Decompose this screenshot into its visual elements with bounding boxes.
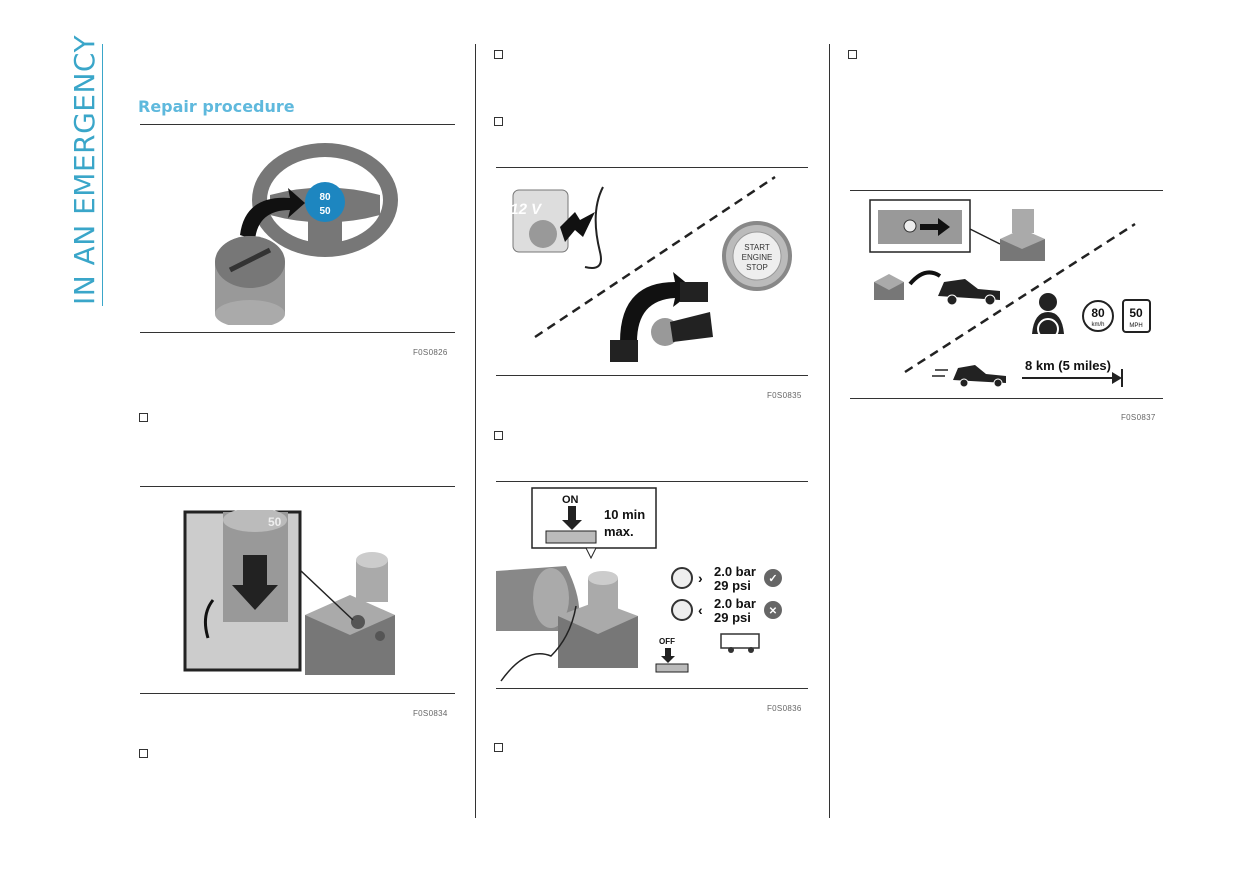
- column-separator: [829, 44, 830, 818]
- figure-rule: [496, 688, 808, 689]
- drive-limits-illustration: 80 km/h 50 MPH 8 km (5 miles): [869, 199, 1151, 388]
- figure-rule: [850, 398, 1163, 399]
- pressure-low-line1: 2.0 bar: [714, 596, 756, 611]
- figure-code: F0S0835: [767, 391, 802, 400]
- figure-rule: [140, 486, 455, 487]
- svg-text:›: ›: [698, 570, 703, 586]
- figure-rule: [140, 693, 455, 694]
- figure-rule: [140, 332, 455, 333]
- switch-on-label: ON: [562, 494, 579, 506]
- steering-wheel-illustration: 80 50: [215, 143, 398, 325]
- sidebar-title: IN AN EMERGENCY: [68, 34, 101, 305]
- sidebar-divider: [102, 44, 103, 306]
- list-bullet: [494, 743, 503, 752]
- pressure-low-line2: 29 psi: [714, 610, 751, 625]
- list-bullet: [139, 749, 148, 758]
- svg-text:✕: ✕: [769, 606, 777, 617]
- speed-limit-kmh-unit: km/h: [1091, 322, 1104, 328]
- figure-rule: [140, 124, 455, 125]
- list-bullet: [494, 117, 503, 126]
- time-label-line2: max.: [604, 524, 634, 539]
- svg-text:✓: ✓: [768, 573, 777, 585]
- figure-code: F0S0837: [1121, 413, 1156, 422]
- figure-code: F0S0826: [413, 348, 448, 357]
- list-bullet: [494, 50, 503, 59]
- engine-start-illustration: 12 V START ENGINE STOP: [509, 175, 792, 362]
- figure-code: F0S0836: [767, 704, 802, 713]
- cartridge-mark: 50: [268, 515, 282, 529]
- start-button-line1: START: [744, 243, 770, 252]
- distance-label: 8 km (5 miles): [1025, 358, 1111, 373]
- start-button-line3: STOP: [746, 263, 768, 272]
- column-separator: [475, 44, 476, 818]
- time-label-line1: 10 min: [604, 507, 645, 522]
- speed-badge-top: 80: [319, 192, 331, 203]
- list-bullet: [848, 50, 857, 59]
- switch-off-label: OFF: [659, 637, 675, 646]
- speed-badge-bottom: 50: [319, 206, 331, 217]
- inflation-illustration: ON 10 min max. › 2.0 bar 29 psi ✓ ‹ 2.0 …: [496, 487, 782, 682]
- speed-limit-kmh: 80: [1091, 306, 1105, 320]
- list-bullet: [494, 431, 503, 440]
- svg-text:‹: ‹: [698, 602, 703, 618]
- figure-rule: [496, 167, 808, 168]
- sealant-cartridge-illustration: 50: [183, 510, 395, 675]
- speed-limit-mph: 50: [1129, 306, 1143, 320]
- start-button-line2: ENGINE: [742, 253, 773, 262]
- speed-limit-mph-unit: MPH: [1129, 323, 1142, 329]
- figure-code: F0S0834: [413, 709, 448, 718]
- socket-label: 12 V: [509, 201, 543, 218]
- section-title: Repair procedure: [138, 97, 295, 116]
- pressure-ok-line1: 2.0 bar: [714, 564, 756, 579]
- figure-rule: [850, 190, 1163, 191]
- figure-rule: [496, 375, 808, 376]
- pressure-ok-line2: 29 psi: [714, 578, 751, 593]
- list-bullet: [139, 413, 148, 422]
- figure-rule: [496, 481, 808, 482]
